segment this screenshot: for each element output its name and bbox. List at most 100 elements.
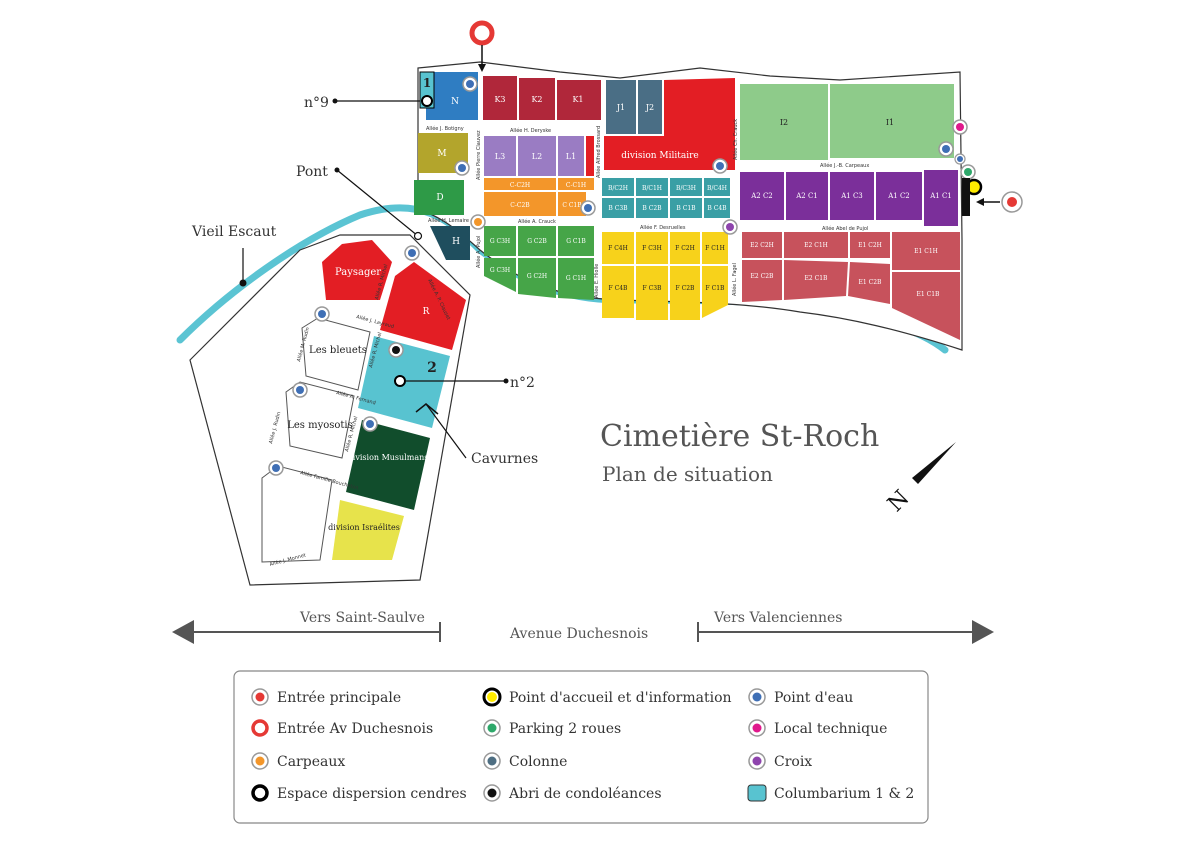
leader-cavurnes bbox=[425, 403, 467, 459]
section-F-C4B[interactable] bbox=[602, 266, 634, 318]
section-E1-C2B[interactable] bbox=[848, 262, 890, 304]
section-B-C4B[interactable] bbox=[704, 198, 730, 218]
section-B-C1B[interactable] bbox=[670, 198, 702, 218]
section-E1-C2H[interactable] bbox=[850, 232, 890, 258]
parking-dot bbox=[964, 168, 972, 176]
map-title: Cimetière St-Roch bbox=[600, 419, 879, 454]
leader-pont-dot bbox=[334, 167, 340, 173]
section-C-C2B[interactable] bbox=[484, 192, 556, 216]
section-I1[interactable] bbox=[830, 84, 954, 158]
section-J1[interactable] bbox=[606, 80, 636, 134]
entree-principale-dot bbox=[1007, 197, 1017, 207]
section-N-label: N bbox=[451, 97, 459, 107]
label-n2: n°2 bbox=[510, 375, 535, 391]
section-A1-C1-label: A1 C1 bbox=[929, 192, 952, 200]
section-E2-C1H-label: E2 C1H bbox=[804, 242, 828, 249]
section-F-C1H[interactable] bbox=[702, 232, 728, 264]
section-A1-C1[interactable] bbox=[924, 170, 958, 226]
alley-botigny: Allée J. Botigny bbox=[426, 125, 464, 132]
section-G-C3H[interactable] bbox=[484, 226, 516, 256]
section-B-C2H[interactable] bbox=[602, 178, 634, 196]
section-K3-label: K3 bbox=[494, 95, 505, 104]
alley-alfred-brossard: Allée Alfred Brossard bbox=[595, 126, 602, 178]
section-F-C4H[interactable] bbox=[602, 232, 634, 264]
section-A1-C3[interactable] bbox=[830, 172, 874, 220]
section-B-C2B[interactable] bbox=[636, 198, 668, 218]
section-L2[interactable] bbox=[518, 136, 556, 176]
section-A1-C2[interactable] bbox=[876, 172, 922, 220]
section-J2[interactable] bbox=[638, 80, 662, 134]
legend-marker-icon bbox=[251, 719, 269, 737]
section-H[interactable] bbox=[430, 226, 470, 260]
legend-label: Espace dispersion cendres bbox=[277, 786, 467, 802]
section-E1-C1B[interactable] bbox=[892, 272, 960, 340]
section-F-C2B[interactable] bbox=[670, 266, 700, 320]
local-technique-dot bbox=[956, 123, 964, 131]
legend-marker-icon bbox=[752, 756, 762, 766]
section-E2-C1B[interactable] bbox=[784, 260, 848, 300]
alley-a-pujol: Allée A. Pujol bbox=[475, 236, 482, 268]
legend-item: Point d'eau bbox=[748, 688, 853, 706]
section-K1[interactable] bbox=[557, 80, 601, 120]
legend-label: Entrée Av Duchesnois bbox=[277, 721, 433, 737]
section-G-C3H-2[interactable] bbox=[484, 258, 516, 292]
section-division-israelites[interactable] bbox=[332, 500, 404, 560]
section-E2-C2B[interactable] bbox=[742, 260, 782, 302]
dispersion-ring-n2[interactable] bbox=[394, 375, 406, 387]
section-paysager[interactable] bbox=[322, 240, 392, 300]
section-L1[interactable] bbox=[558, 136, 584, 176]
section-F-C2H-label: F C2H bbox=[675, 245, 695, 252]
section-F-C3H-label: F C3H bbox=[642, 245, 662, 252]
section-F-C3H[interactable] bbox=[636, 232, 668, 264]
section-B-C4H[interactable] bbox=[704, 178, 730, 196]
section-D[interactable] bbox=[414, 180, 464, 215]
section-B-C1H[interactable] bbox=[636, 178, 668, 196]
abri-dot bbox=[392, 346, 400, 354]
section-K1-label: K1 bbox=[572, 95, 583, 104]
section-B-C3B[interactable] bbox=[602, 198, 634, 218]
section-G-C2H[interactable] bbox=[518, 258, 556, 298]
section-L-strip bbox=[586, 136, 594, 176]
section-G-C2B[interactable] bbox=[518, 226, 556, 256]
section-division-musulmans[interactable] bbox=[346, 420, 430, 510]
section-A2-C1[interactable] bbox=[786, 172, 828, 220]
section-E2-C1H[interactable] bbox=[784, 232, 848, 258]
section-C-C1H[interactable] bbox=[558, 178, 594, 190]
section-E1-C1H[interactable] bbox=[892, 232, 960, 270]
section-G-C1B[interactable] bbox=[558, 226, 594, 256]
label-vieil-escaut: Vieil Escaut bbox=[191, 224, 277, 240]
section-C-C2H[interactable] bbox=[484, 178, 556, 190]
legend-label: Parking 2 roues bbox=[509, 721, 621, 737]
section-F-C1B[interactable] bbox=[702, 266, 728, 318]
section-les-bleuets bbox=[301, 317, 371, 391]
section-B-C3H[interactable] bbox=[670, 178, 702, 196]
section-E2-C2H-label: E2 C2H bbox=[750, 242, 774, 249]
section-division-militaire[interactable] bbox=[604, 78, 735, 170]
section-K3[interactable] bbox=[483, 76, 517, 120]
legend-item: Columbarium 1 & 2 bbox=[747, 784, 914, 802]
section-F-C3B[interactable] bbox=[636, 266, 668, 320]
leader-n2-dot bbox=[503, 378, 509, 384]
section-E2-C2H[interactable] bbox=[742, 232, 782, 258]
entree-av-duchesnois-icon[interactable] bbox=[469, 20, 495, 46]
section-F-C2H[interactable] bbox=[670, 232, 700, 264]
section-L3[interactable] bbox=[484, 136, 516, 176]
section-K2[interactable] bbox=[519, 78, 555, 120]
section-A2-C2[interactable] bbox=[740, 172, 784, 220]
section-I2[interactable] bbox=[740, 84, 828, 160]
water-point-dot-small bbox=[957, 156, 963, 162]
legend-item: Parking 2 roues bbox=[483, 719, 621, 737]
section-G-C2H-label: G C2H bbox=[527, 273, 547, 280]
section-B-C3B-label: B C3B bbox=[608, 205, 628, 212]
leader-pont bbox=[336, 169, 419, 237]
section-C-C1B[interactable] bbox=[558, 192, 586, 216]
legend-item: Espace dispersion cendres bbox=[251, 784, 467, 802]
section-G-C1B-label: G C1B bbox=[566, 238, 586, 245]
section-L2-label: L2 bbox=[532, 152, 542, 161]
section-R[interactable] bbox=[380, 262, 466, 350]
dispersion-ring-n9[interactable] bbox=[421, 95, 433, 107]
section-G-C1H[interactable] bbox=[558, 258, 594, 300]
section-I2-label: I2 bbox=[780, 118, 788, 127]
legend-item: Local technique bbox=[748, 719, 887, 737]
leader-n9-dot bbox=[332, 98, 338, 104]
